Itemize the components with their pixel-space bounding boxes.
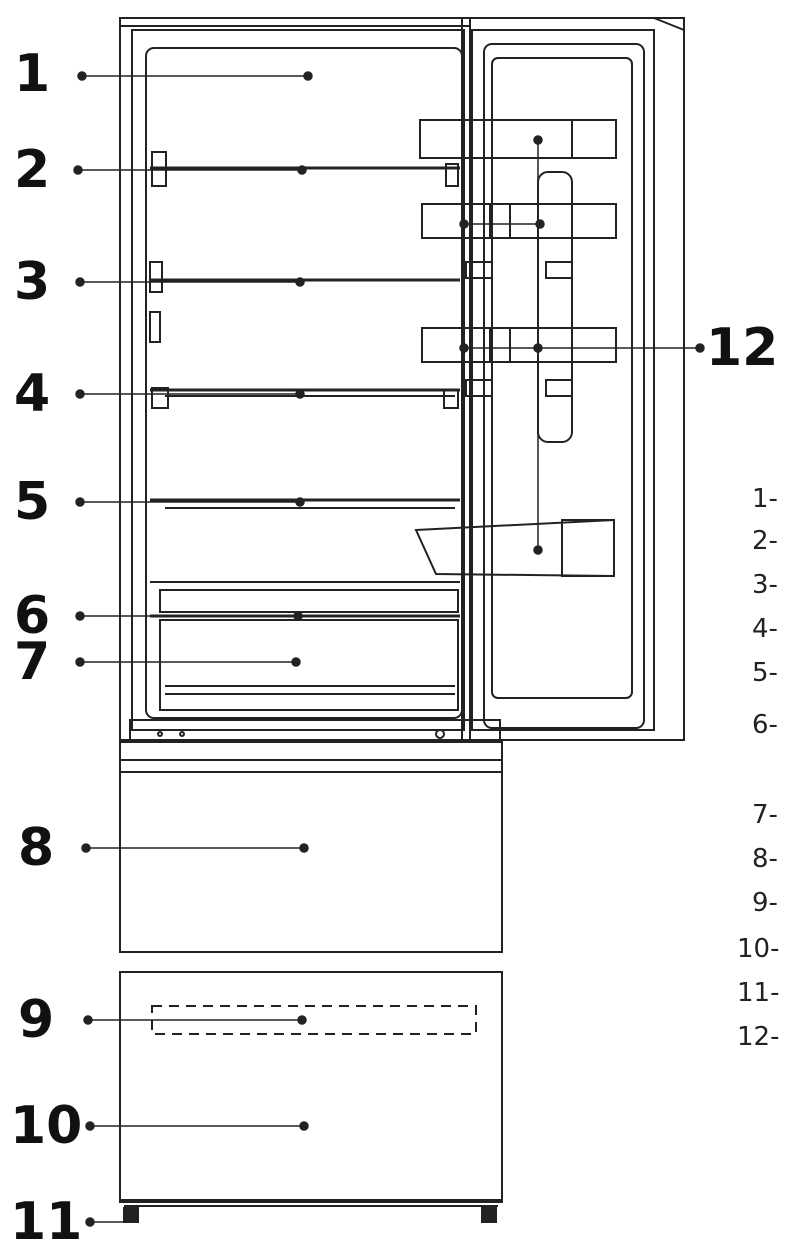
legend-item: 7- xyxy=(752,800,778,830)
door-rail xyxy=(465,171,573,443)
callout-6: 6 xyxy=(14,586,51,646)
callout-5: 5 xyxy=(14,472,51,532)
door-bin-3 xyxy=(421,327,617,363)
door-bin-1 xyxy=(419,119,617,159)
callout-11: 11 xyxy=(10,1192,83,1252)
legend-item: 12- xyxy=(737,1022,780,1052)
foot-right xyxy=(481,1207,497,1223)
door-bin-2 xyxy=(421,203,617,239)
drawer-6 xyxy=(150,581,460,618)
shelf-4 xyxy=(150,387,460,409)
legend-item: 9- xyxy=(752,888,778,918)
legend-item: 6- xyxy=(752,710,778,740)
legend-item: 8- xyxy=(752,844,778,874)
shelf-3 xyxy=(149,261,460,343)
legend-item: 4- xyxy=(752,614,778,644)
legend-item: 2- xyxy=(752,526,778,556)
freezer-top-rail xyxy=(119,741,503,773)
callout-7: 7 xyxy=(14,632,51,692)
callout-2: 2 xyxy=(14,140,51,200)
drawer-7 xyxy=(159,619,459,711)
legend-item: 1- xyxy=(752,484,778,514)
legend-item: 10- xyxy=(737,934,780,964)
callout-3: 3 xyxy=(14,252,51,312)
callout-9: 9 xyxy=(18,990,55,1050)
leader-lines xyxy=(73,71,705,1227)
freezer-drawer-10 xyxy=(119,971,503,1203)
legend-item: 3- xyxy=(752,570,778,600)
callout-1: 1 xyxy=(14,44,51,104)
callout-4: 4 xyxy=(14,364,51,424)
legend-item: 5- xyxy=(752,658,778,688)
callout-12: 12 xyxy=(706,318,779,378)
callout-8: 8 xyxy=(18,818,55,878)
freezer-drawer-8 xyxy=(119,771,503,953)
shelf-5 xyxy=(150,498,460,509)
door-bin-4 xyxy=(414,518,615,578)
foot-left xyxy=(123,1207,139,1223)
callout-10: 10 xyxy=(10,1096,83,1156)
fridge-cabinet xyxy=(119,17,471,741)
legend-item: 11- xyxy=(737,978,780,1008)
